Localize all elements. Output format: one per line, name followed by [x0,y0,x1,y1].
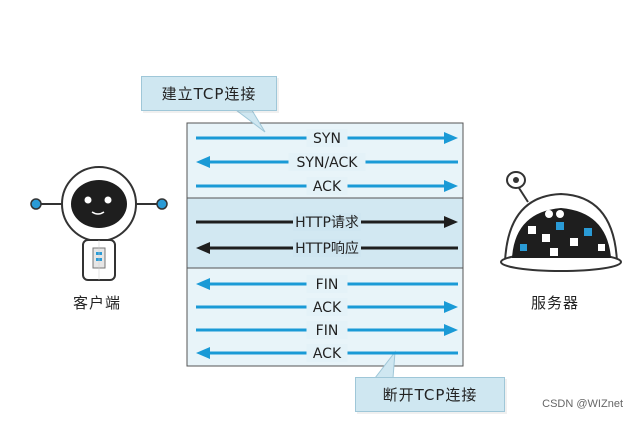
message-arrow-teardown-2: FIN [196,321,458,339]
client-robot-icon [30,166,168,281]
message-label: HTTP响应 [295,240,359,257]
server-label: 服务器 [531,294,580,312]
message-arrow-handshake-1: SYN/ACK [196,153,458,171]
message-arrow-handshake-2: ACK [196,177,458,195]
message-label: SYN/ACK [297,155,359,171]
message-label: SYN [313,131,341,147]
message-arrow-http-0: HTTP请求 [196,213,458,231]
message-arrow-handshake-0: SYN [196,129,458,147]
message-arrow-teardown-0: FIN [196,275,458,293]
message-arrow-teardown-1: ACK [196,298,458,316]
message-label: ACK [313,346,342,362]
establish-connection-callout: 建立TCP连接 [141,76,277,111]
client-label: 客户端 [73,294,122,312]
server-robot-icon [500,171,622,272]
message-label: ACK [313,179,342,195]
disconnect-connection-callout: 断开TCP连接 [355,377,505,412]
message-label: HTTP请求 [295,215,359,231]
message-label: FIN [316,277,339,293]
watermark: CSDN @WIZnet [542,398,623,410]
message-label: ACK [313,300,342,316]
panel-http [186,197,464,269]
message-arrow-http-1: HTTP响应 [196,239,458,257]
message-label: FIN [316,323,339,339]
message-arrow-teardown-3: ACK [196,344,458,362]
